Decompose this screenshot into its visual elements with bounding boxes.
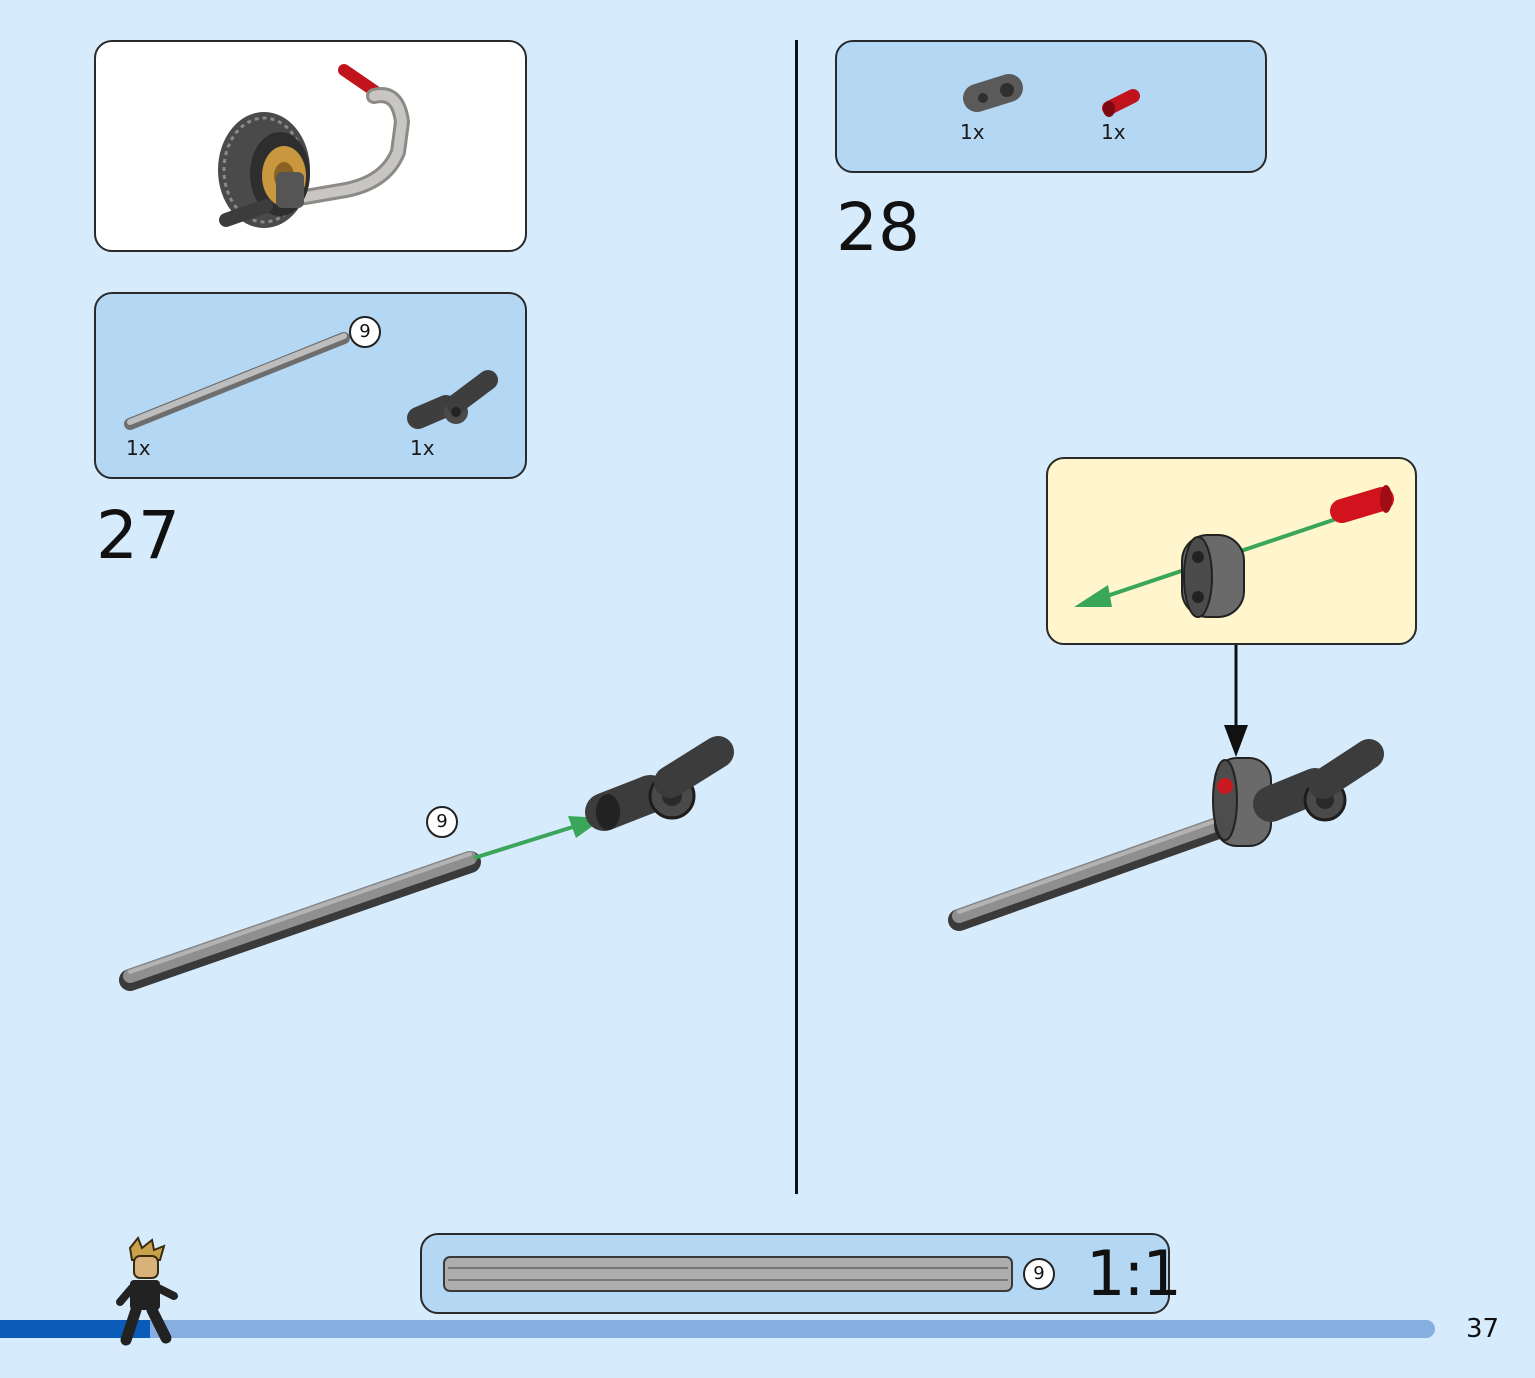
angled-connector-part-icon	[407, 370, 498, 429]
sub-assembly-callout	[1046, 457, 1417, 645]
scale-length-badge: 9	[1023, 1258, 1055, 1290]
callout-pointer-arrow	[1224, 645, 1248, 757]
step-number-27: 27	[96, 497, 180, 574]
page-number: 37	[1466, 1314, 1500, 1344]
axle-scale-icon	[443, 1256, 1013, 1292]
red-pin-part-icon	[1102, 89, 1140, 117]
connector-quantity: 1x	[410, 436, 435, 460]
step-28-parts-list	[835, 40, 1267, 173]
page-divider	[795, 40, 798, 1194]
axle-quantity: 1x	[126, 436, 151, 460]
step-28-illustration	[948, 739, 1384, 931]
scale-ratio-label: 1:1	[1086, 1237, 1182, 1310]
liftarm-quantity: 1x	[960, 120, 985, 144]
progress-bar-complete	[0, 1320, 150, 1338]
axle-length-badge: 9	[349, 316, 381, 348]
axle-part-icon	[124, 332, 350, 430]
step-27-parts-list	[94, 292, 527, 479]
step-number-28: 28	[836, 189, 920, 266]
wheel-assembly-illustration	[218, 64, 411, 228]
red-pin-quantity: 1x	[1101, 120, 1126, 144]
progress-bar-remaining	[150, 1320, 1435, 1338]
liftarm-part-icon	[963, 74, 1023, 112]
pin-into-liftarm-illustration	[1074, 485, 1394, 618]
axle-length-badge-step-27: 9	[426, 806, 458, 838]
minifigure-icon	[116, 1236, 178, 1346]
previous-assembly-callout	[94, 40, 527, 252]
step-27-illustration	[119, 736, 734, 991]
scale-reference-box	[420, 1233, 1170, 1314]
